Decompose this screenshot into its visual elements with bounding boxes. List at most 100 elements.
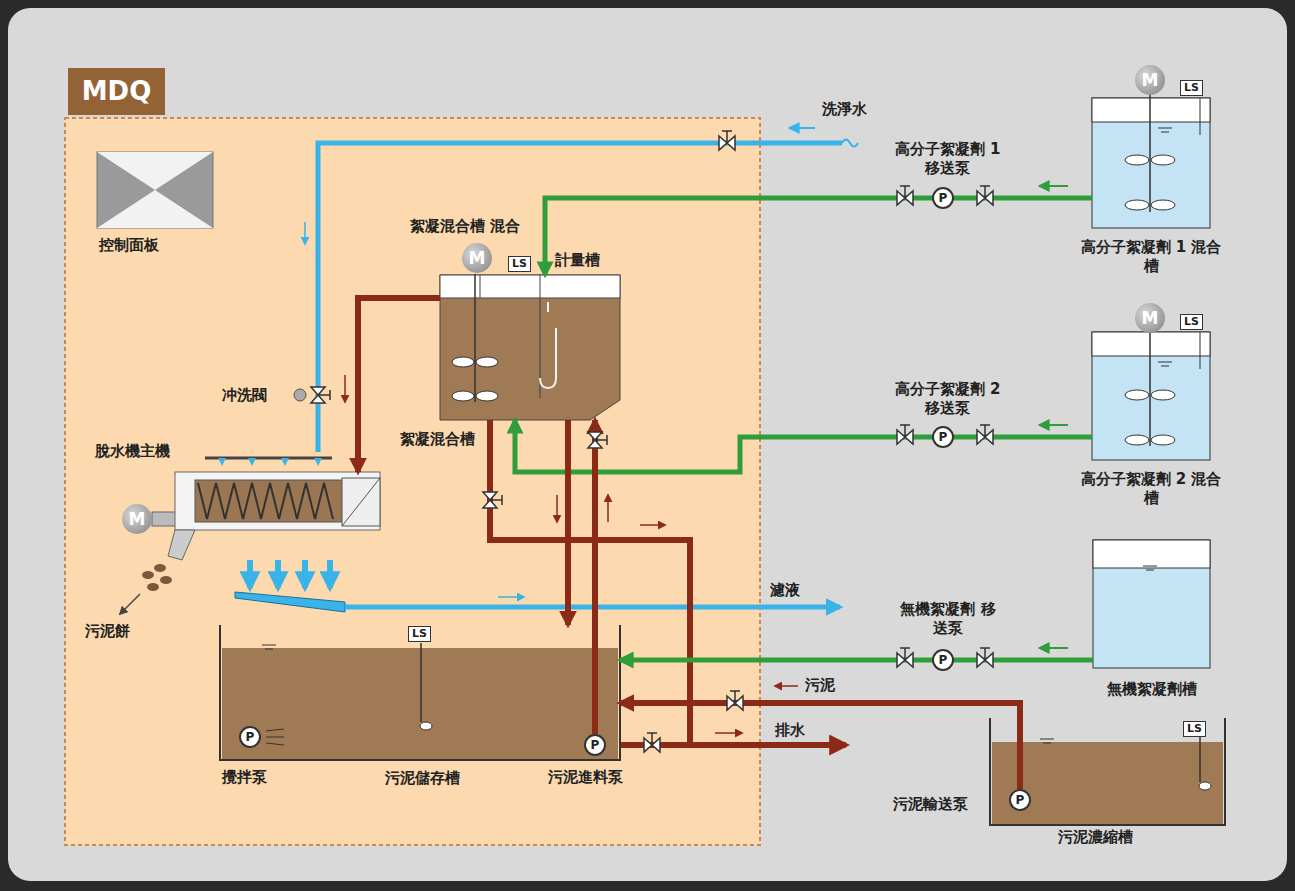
valve-symbol [900, 648, 910, 660]
filtrate-line [247, 560, 253, 588]
spray-bar [205, 458, 332, 466]
pipe-connector [620, 703, 1020, 718]
drain-line [640, 524, 665, 526]
polymer-tank-drawing [1149, 330, 1151, 446]
background-panel [65, 118, 760, 845]
valve-symbol [595, 435, 607, 445]
filtrate-line [235, 592, 345, 612]
valve-symbol [647, 733, 657, 745]
storage-tank-drawing [220, 625, 620, 760]
level-switch: LS [508, 256, 531, 272]
storage-tank-drawing [222, 648, 618, 759]
valve-symbol [719, 131, 735, 150]
wash-water-line [842, 140, 858, 147]
storage-tank-drawing [420, 722, 432, 730]
flocculation-tank-drawing [440, 275, 620, 420]
control-panel-icon [97, 152, 213, 228]
flocculation-tank: 絮凝混合槽 混合計量槽絮凝混合槽 [440, 275, 620, 420]
polymer-tank-drawing [1125, 155, 1149, 165]
polymer-tank-drawing [1125, 390, 1149, 400]
drain-line [607, 495, 609, 522]
flocculation-tank-drawing [540, 275, 541, 298]
storage-tank-drawing [266, 743, 284, 745]
node-title: 污泥濃縮槽 [1058, 828, 1133, 847]
polymer-tank-drawing [1158, 128, 1172, 132]
pump-symbol: P [584, 734, 606, 756]
dewatering-machine-drawing [120, 472, 380, 614]
drain-line [556, 495, 558, 522]
control-panel: 控制面板 [97, 152, 213, 228]
storage-tank-drawing [262, 645, 276, 649]
thickening-tank-drawing [1199, 782, 1211, 790]
thickening-tank-drawing [1017, 718, 1023, 789]
motor-symbol: M [122, 504, 152, 534]
polymer-tank-drawing [1092, 332, 1210, 460]
valve-label: 冲洗閥 [222, 386, 267, 405]
valve-symbol [588, 432, 607, 448]
control-panel-icon [97, 152, 213, 228]
wash-water-line [294, 128, 858, 452]
thickening-tank-drawing [1199, 736, 1201, 782]
thickening-tank-drawing [1040, 739, 1054, 743]
pipe-connector [565, 420, 571, 625]
pump-label: 高分子絮凝劑 1 移送泵 [885, 140, 1010, 178]
node-title: 高分子絮凝劑 1 混合槽 [1080, 238, 1222, 276]
spray-bar [218, 458, 226, 466]
dewatering-machine-drawing [154, 564, 166, 572]
drain-line [775, 685, 798, 687]
valve-symbol [900, 425, 910, 437]
filtrate-line [327, 560, 333, 588]
stream-label: 排水 [775, 721, 805, 740]
valve-symbol [980, 648, 990, 660]
flocculation-tank-drawing [540, 302, 556, 388]
polymer-tank-drawing [1151, 155, 1175, 165]
spray-bar [248, 458, 256, 466]
sludge-storage-tank: 污泥儲存槽 [220, 625, 620, 760]
polymer-tank-drawing [1151, 435, 1175, 445]
polymer-tank-drawing [1200, 332, 1201, 369]
valve-symbol [644, 733, 660, 752]
polymer-tank-drawing [1092, 98, 1210, 122]
node-title: 無機絮凝劑槽 [1081, 680, 1222, 699]
drain-line [715, 732, 742, 734]
dewatering-machine-drawing [342, 478, 380, 526]
valve-symbol [897, 425, 913, 444]
storage-tank-drawing [420, 643, 422, 722]
thickening-tank-drawing [992, 742, 1223, 824]
valve-symbol [483, 492, 502, 508]
thickening-tank-drawing [990, 718, 1225, 825]
coagulant-tank-drawing [1040, 540, 1210, 668]
pump-symbol: P [239, 726, 261, 748]
valve-symbol [980, 425, 990, 437]
control-panel-icon [97, 152, 213, 190]
pump-label: 污泥輸送泵 [893, 795, 968, 814]
valve-symbol [977, 425, 993, 444]
polymer-tank-drawing [1149, 94, 1151, 212]
level-switch: LS [1183, 721, 1206, 737]
storage-tank-drawing [592, 625, 598, 734]
valve-symbol [897, 648, 913, 667]
valve-symbol [722, 131, 732, 143]
coagulant-tank-drawing [1143, 566, 1157, 570]
drain-line [344, 375, 346, 402]
level-switch: LS [1180, 314, 1203, 330]
polymer-tank-drawing [1040, 424, 1068, 426]
valve-symbol [980, 186, 990, 198]
polymer-tank-drawing [1158, 362, 1172, 366]
polymer-tank-drawing [1040, 94, 1210, 228]
node-title: MDQ [68, 68, 165, 115]
pipe-connector [545, 198, 1092, 275]
node-text: 絮凝混合槽 [400, 430, 475, 449]
node-title: 高分子絮凝劑 2 混合槽 [1080, 470, 1222, 508]
flocculation-tank-drawing [480, 275, 481, 298]
dewatering-machine-drawing [160, 576, 172, 584]
pump-label: 攪拌泵 [222, 768, 267, 787]
polymer-tank-drawing [1151, 390, 1175, 400]
flocculation-tank-drawing [476, 357, 498, 367]
level-switch: LS [1180, 80, 1203, 96]
spray-bar [314, 458, 322, 466]
